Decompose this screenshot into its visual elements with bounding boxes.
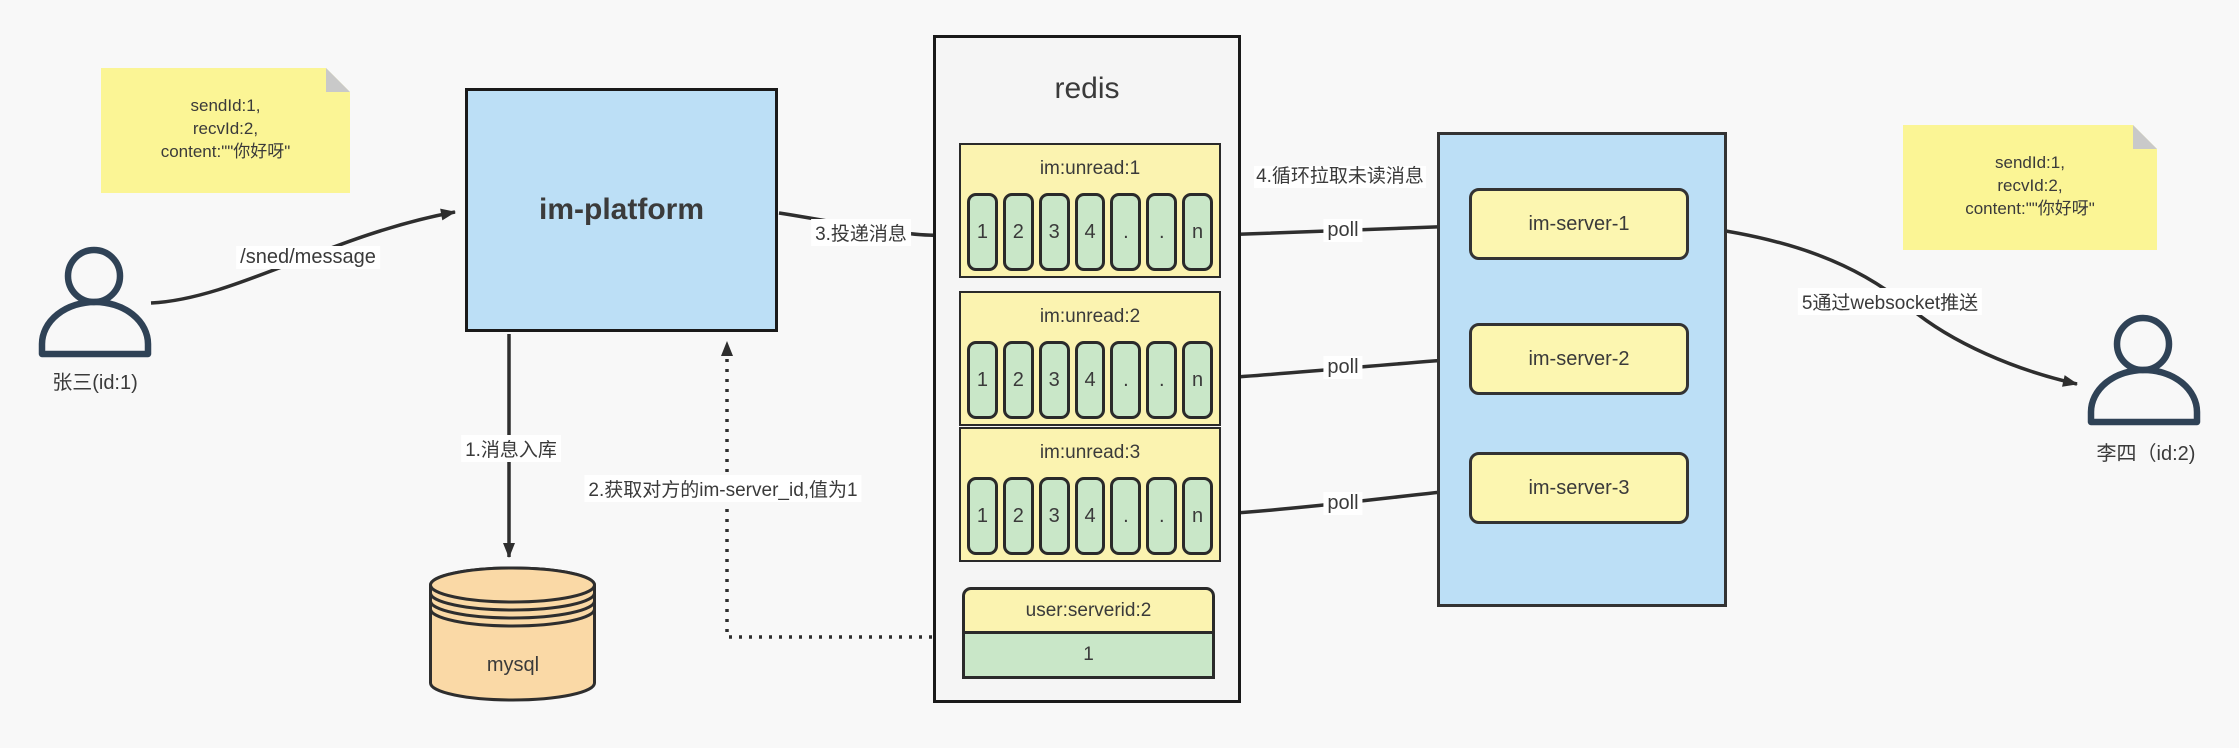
- queue-cell: 4: [1074, 193, 1106, 271]
- queue-cell: n: [1182, 477, 1214, 555]
- redis-list-cells: 1 2 3 4 . . n: [967, 477, 1214, 555]
- redis-list-header: im:unread:2: [1039, 306, 1141, 327]
- step3-deliver-label: 3.投递消息: [811, 219, 911, 246]
- get-serverid-dashed-arrow: [721, 341, 962, 639]
- queue-cell: .: [1146, 477, 1178, 555]
- queue-cell: n: [1182, 341, 1214, 419]
- queue-cell: .: [1110, 477, 1142, 555]
- receiver-user-icon: [2087, 314, 2201, 426]
- queue-cell: 2: [1002, 193, 1034, 271]
- queue-cell: 2: [1002, 477, 1034, 555]
- sticky-note-message-payload-right: sendId:1, recvId:2, content:""你好呀": [1903, 125, 2157, 250]
- sender-actor-label: 张三(id:1): [52, 372, 138, 394]
- redis-title: redis: [1054, 72, 1120, 105]
- note-line: recvId:2,: [1997, 176, 2063, 195]
- note-line: recvId:2,: [192, 119, 259, 138]
- mysql-label: mysql: [486, 654, 540, 676]
- queue-cell: 3: [1038, 341, 1070, 419]
- queue-cell: 2: [1002, 341, 1034, 419]
- note-fold-icon: [326, 68, 350, 92]
- note-line: sendId:1,: [190, 96, 261, 115]
- note-line: content:""你好呀": [1965, 199, 2095, 218]
- redis-key-header: user:serverid:2: [962, 587, 1215, 634]
- queue-cell: .: [1110, 341, 1142, 419]
- redis-list-cells: 1 2 3 4 . . n: [967, 341, 1214, 419]
- send-api-edge-label: /sned/message: [236, 246, 380, 269]
- receiver-actor-label: 李四（id:2): [2096, 443, 2196, 465]
- im-platform-node: im-platform: [465, 88, 778, 332]
- queue-cell: 4: [1074, 341, 1106, 419]
- note-line: sendId:1,: [1995, 153, 2065, 172]
- redis-list-im-unread-3: im:unread:3 1 2 3 4 . . n: [959, 427, 1221, 562]
- redis-key-user-serverid: user:serverid:2 1: [962, 587, 1215, 679]
- step2-get-serverid-label: 2.获取对方的im-server_id,值为1: [584, 475, 862, 502]
- queue-cell: 1: [967, 193, 998, 271]
- im-server-3-node: im-server-3: [1469, 452, 1689, 524]
- queue-cell: 4: [1074, 477, 1106, 555]
- queue-cell: n: [1182, 193, 1214, 271]
- im-server-2-node: im-server-2: [1469, 323, 1689, 395]
- redis-list-header: im:unread:3: [1039, 442, 1141, 463]
- im-server-1-node: im-server-1: [1469, 188, 1689, 260]
- queue-cell: 3: [1038, 477, 1070, 555]
- im-platform-label: im-platform: [539, 193, 704, 226]
- mysql-database-icon: [429, 566, 596, 702]
- step1-store-db-label: 1.消息入库: [461, 435, 561, 462]
- note-fold-icon: [2133, 125, 2157, 149]
- poll-edge-label-1: poll: [1323, 219, 1363, 242]
- redis-key-value: 1: [962, 634, 1215, 679]
- queue-cell: .: [1146, 341, 1178, 419]
- queue-cell: .: [1146, 193, 1178, 271]
- redis-list-header: im:unread:1: [1039, 158, 1141, 179]
- queue-cell: 1: [967, 341, 998, 419]
- queue-cell: 3: [1038, 193, 1070, 271]
- redis-list-im-unread-2: im:unread:2 1 2 3 4 . . n: [959, 291, 1221, 426]
- redis-list-im-unread-1: im:unread:1 1 2 3 4 . . n: [959, 143, 1221, 278]
- redis-list-cells: 1 2 3 4 . . n: [967, 193, 1214, 271]
- poll-edge-label-3: poll: [1323, 492, 1363, 515]
- step5-websocket-push-label: 5通过websocket推送: [1797, 288, 1983, 315]
- note-line: content:""你好呀": [160, 142, 291, 161]
- queue-cell: .: [1110, 193, 1142, 271]
- sticky-note-message-payload-left: sendId:1, recvId:2, content:""你好呀": [101, 68, 350, 193]
- poll-edge-label-2: poll: [1323, 356, 1363, 379]
- sender-user-icon: [38, 246, 152, 358]
- queue-cell: 1: [967, 477, 998, 555]
- step4-poll-unread-label: 4.循环拉取未读消息: [1254, 166, 1426, 188]
